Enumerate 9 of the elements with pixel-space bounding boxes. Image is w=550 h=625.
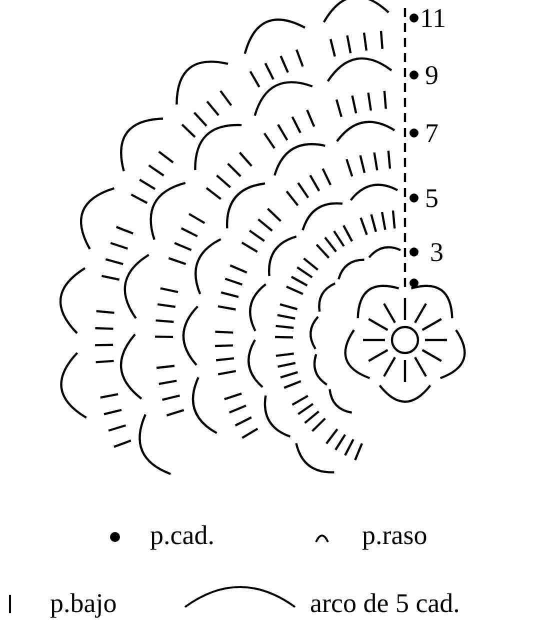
legend-label: arco de 5 cad. — [310, 588, 460, 618]
row-number: 5 — [425, 183, 438, 213]
legend-label: p.bajo — [50, 588, 117, 618]
row-number: 9 — [425, 60, 438, 90]
row-number: 11 — [420, 3, 446, 33]
row-number: 3 — [430, 237, 444, 267]
legend-label: p.cad. — [150, 520, 214, 550]
legend-label: p.raso — [362, 520, 428, 550]
row-number: 7 — [425, 118, 438, 148]
